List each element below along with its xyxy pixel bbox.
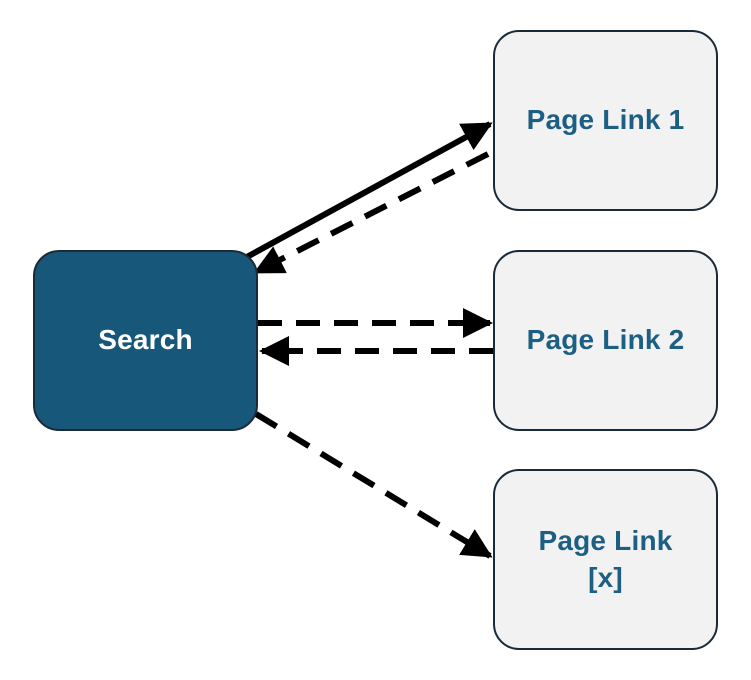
page-link-1-node: Page Link 1 (493, 30, 718, 211)
page-link-2-node: Page Link 2 (493, 250, 718, 431)
search-node: Search (33, 250, 258, 431)
page-link-2-label: Page Link 2 (526, 324, 685, 356)
page-link-x-label-line-2: [x] (588, 561, 623, 593)
page-link-x-label-line-1: Page Link (538, 525, 673, 557)
page-link-x-label: Page Link [x] (538, 523, 672, 596)
arrow-search-to-page-link-1 (243, 121, 493, 261)
arrow-page-link-1-to-search (253, 151, 490, 275)
page-link-x-node: Page Link [x] (493, 469, 718, 650)
page-link-1-label: Page Link 1 (526, 104, 685, 136)
search-node-label: Search (98, 324, 193, 356)
arrow-search-to-page-link-x (254, 411, 493, 559)
